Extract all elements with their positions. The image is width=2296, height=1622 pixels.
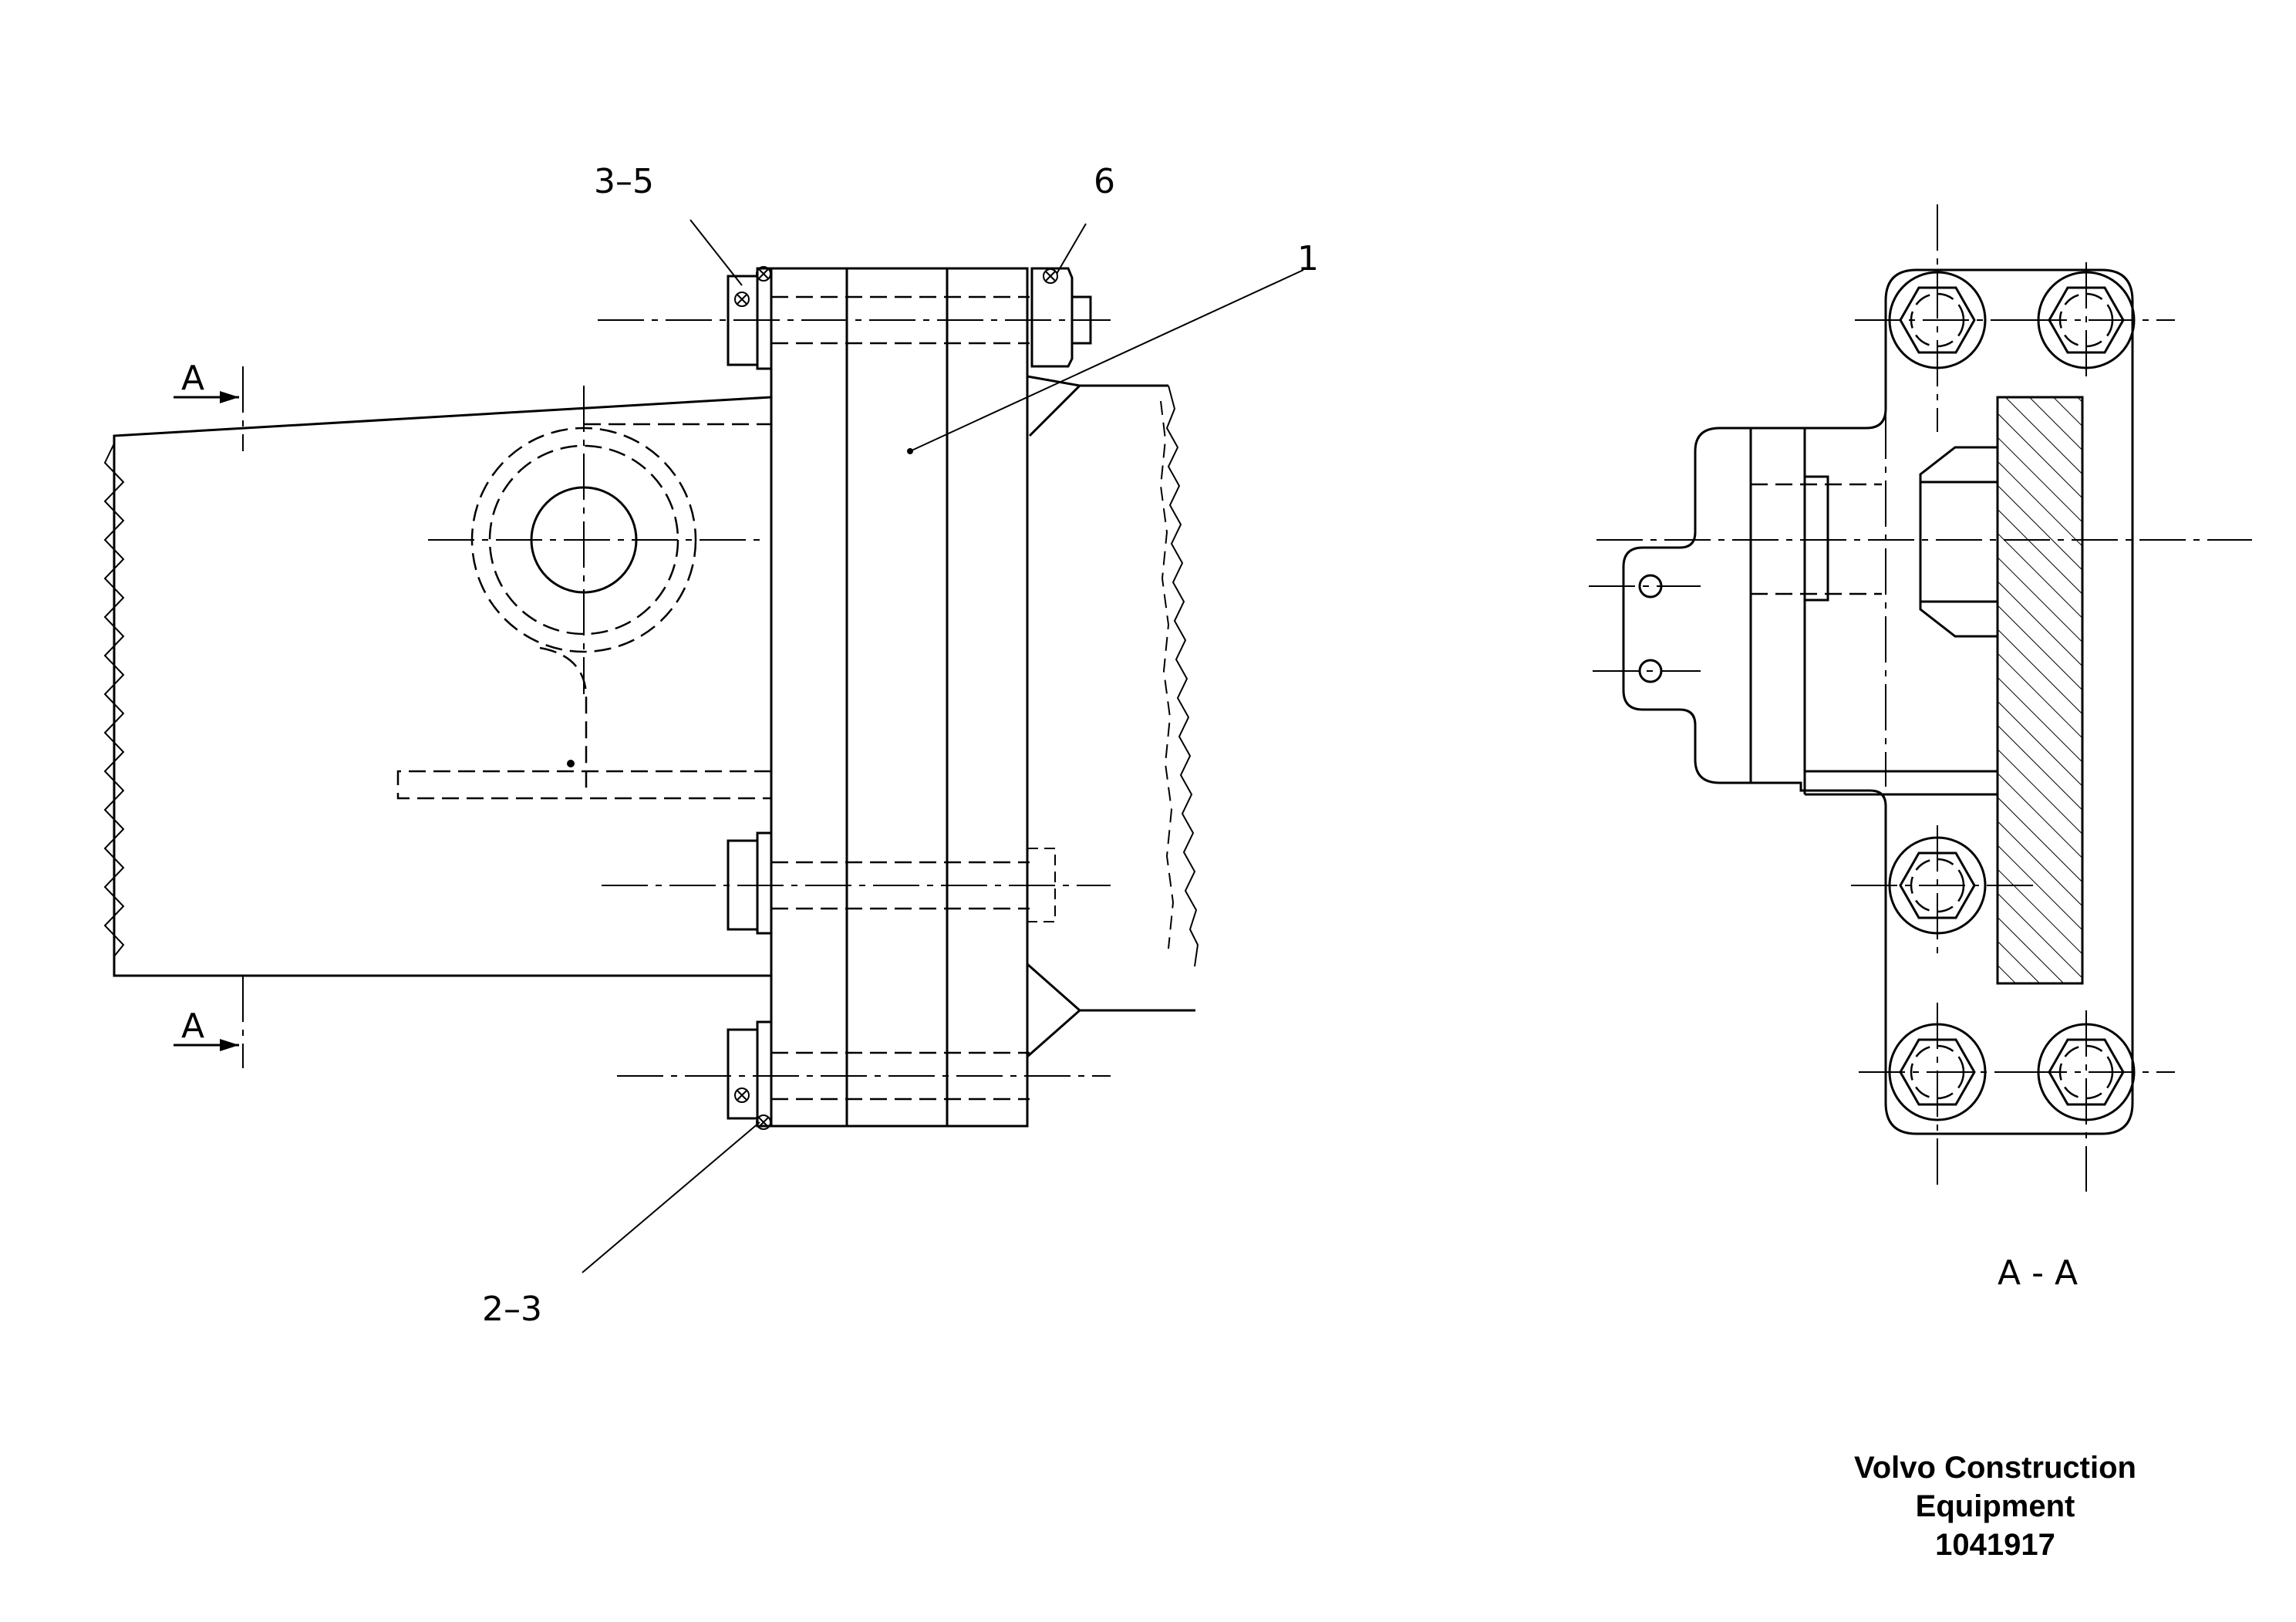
washer-middle <box>756 831 773 935</box>
lower-hidden-flange <box>396 770 771 800</box>
center-dot <box>567 760 575 767</box>
bolt-head-middle-icon <box>1851 825 2036 956</box>
callout-2-3: 2–3 <box>482 1290 542 1329</box>
section-view-a-a: A - A <box>1589 204 2252 1293</box>
flange-stud <box>1803 475 1829 602</box>
section-view-label: A - A <box>1998 1253 2078 1293</box>
leader-6 <box>1056 223 1087 275</box>
watermark: Volvo Construction Equipment 1041917 <box>1802 1448 2188 1564</box>
section-label-top: A <box>181 359 204 398</box>
section-arrowhead-bottom-icon <box>220 1039 239 1051</box>
locking-wire-bottom-icon <box>734 1088 771 1130</box>
bracket-arm-outline <box>113 396 772 977</box>
leader-1 <box>909 269 1304 452</box>
break-line-left <box>103 443 125 957</box>
watermark-line-1: Volvo Construction <box>1854 1451 2136 1485</box>
weld-bottom <box>1027 963 1195 1058</box>
break-line-right-inner <box>1159 400 1175 949</box>
nut-top <box>1030 267 1074 368</box>
washer-bottom <box>756 1020 773 1128</box>
hatched-plate <box>1996 396 2084 985</box>
bolt-head-bottom-left-icon <box>1859 1003 2021 1188</box>
bolt-head-top-left-icon <box>1855 204 2021 432</box>
boss-hidden-web <box>539 646 588 794</box>
section-outline <box>1622 268 2134 1135</box>
bolt-head-bottom-right-icon <box>2021 1010 2175 1192</box>
plate-stack <box>770 267 1029 1128</box>
leader-3-5 <box>689 219 743 286</box>
watermark-line-2: Equipment <box>1915 1489 2075 1523</box>
side-view: A A 3–5 6 1 2–3 <box>103 162 1319 1329</box>
spigot <box>1919 446 1998 638</box>
watermark-line-3: 1041917 <box>1935 1528 2055 1562</box>
bolt-head-top-right-icon <box>2021 262 2175 378</box>
weld-top <box>1027 375 1168 437</box>
callout-3-5: 3–5 <box>594 162 654 201</box>
break-line-right <box>1165 385 1199 967</box>
bolt-head-bottom <box>727 1028 759 1120</box>
section-arrowhead-top-icon <box>220 391 239 403</box>
leader-2-3 <box>582 1121 760 1273</box>
callout-6: 6 <box>1094 162 1115 201</box>
bolt-end-top <box>1070 295 1092 345</box>
locking-wire-icon <box>734 266 1058 307</box>
washer-top-left <box>756 267 773 370</box>
callout-1: 1 <box>1297 239 1319 278</box>
section-label-bottom: A <box>181 1007 204 1046</box>
